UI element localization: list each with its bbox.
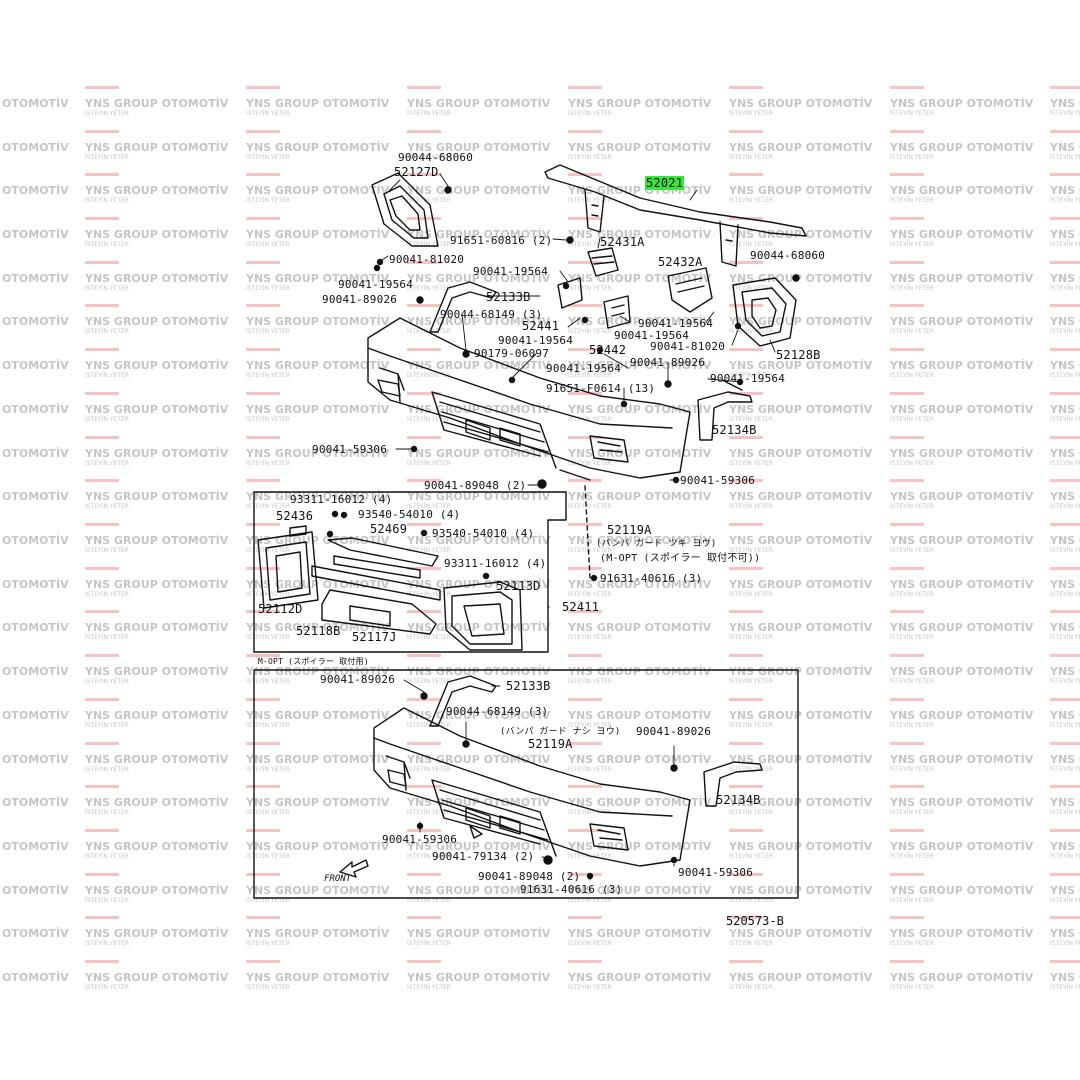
label-52441: 52441	[522, 319, 560, 333]
label-52411: 52411	[562, 600, 600, 614]
label-mopt-header: M-OPT (スポイラー 取付用)	[258, 657, 369, 666]
label-90044-68060-right: 90044-68060	[750, 249, 826, 262]
label-90041-19564-c: 90041-19564	[638, 317, 714, 330]
label-52128B: 52128B	[776, 348, 821, 362]
label-90044-68149: 90044-68149 (3)	[440, 308, 543, 321]
label-52432A: 52432A	[658, 255, 703, 269]
label-52021: 52021	[645, 176, 685, 190]
label-90041-19564-f: 90041-19564	[546, 362, 622, 375]
label-52113D: 52113D	[496, 579, 541, 593]
label-91651-60816: 91651-60816 (2)	[450, 234, 553, 247]
label-93540-54010-b: 93540-54010 (4)	[432, 527, 535, 540]
label-90041-19564-a: 90041-19564	[473, 265, 549, 278]
right-lamp-cover-52128B	[732, 277, 797, 347]
label-90041-89048: 90041-89048 (2)	[424, 479, 527, 492]
label-lower-90041-59306-a: 90041-59306	[382, 833, 458, 846]
label-52133B: 52133B	[486, 290, 531, 304]
label-93540-54010-a: 93540-54010 (4)	[358, 508, 461, 521]
label-52118B: 52118B	[296, 624, 341, 638]
label-lower-52133B: 52133B	[506, 679, 551, 693]
radiator-support-52021	[544, 164, 807, 267]
label-90041-19564-e: 90041-19564	[498, 334, 574, 347]
spoiler-version-box	[253, 669, 799, 899]
label-90041-19564-g: 90041-19564	[710, 372, 786, 385]
label-52117J: 52117J	[352, 630, 397, 644]
left-lamp-cover-52127D	[371, 172, 439, 247]
label-93311-16012-a: 93311-16012 (4)	[290, 493, 393, 506]
front-arrow-icon	[339, 859, 369, 878]
label-93311-16012-b: 93311-16012 (4)	[444, 557, 547, 570]
label-52469: 52469	[370, 522, 408, 536]
label-90041-81020-left: 90041-81020	[389, 253, 465, 266]
label-52112D: 52112D	[258, 602, 303, 616]
leader-52119A	[584, 485, 591, 579]
leader-52134B	[721, 379, 743, 391]
label-lower-90041-79134: 90041-79134 (2)	[432, 850, 535, 863]
label-91631-40616: 91631-40616 (3)	[600, 572, 703, 585]
label-90041-89026-left: 90041-89026	[322, 293, 398, 306]
label-lower-91631-40616: 91631-40616 (3)	[520, 883, 623, 896]
label-91651-F0614: 91651-F0614 (13)	[546, 382, 656, 395]
label-lower-52119A: 52119A	[528, 737, 573, 751]
label-90179-06097: 90179-06097	[474, 347, 550, 360]
label-jp-note-mopt: (M-OPT (スポイラー 取付不可))	[600, 553, 761, 564]
label-lower-90044-68149: 90044-68149 (3)	[446, 705, 549, 718]
label-90041-19564-d: 90041-19564	[614, 329, 690, 342]
label-90041-59306-right: 90041-59306	[680, 474, 756, 487]
label-lower-90041-89048: 90041-89048 (2)	[478, 870, 581, 883]
label-90041-19564-b: 90041-19564	[338, 278, 414, 291]
label-90041-59306-left: 90041-59306	[312, 443, 388, 456]
label-lower-90041-89026-b: 90041-89026	[636, 725, 712, 738]
upper-bumper-cover	[367, 317, 691, 481]
label-90044-68060: 90044-68060	[398, 151, 474, 164]
leader-lines	[381, 173, 776, 881]
label-lower-90041-59306-b: 90041-59306	[678, 866, 754, 879]
label-lower-90041-89026-a: 90041-89026	[320, 673, 396, 686]
label-52431A: 52431A	[600, 235, 645, 249]
label-52119A: 52119A	[607, 523, 652, 537]
fasteners-upper	[373, 186, 800, 582]
label-52127D: 52127D	[394, 165, 439, 179]
label-52442: 52442	[589, 343, 627, 357]
label-52436: 52436	[276, 509, 314, 523]
diagram-reference-code: 520573-B	[726, 914, 784, 928]
bumper-guard-inset	[253, 491, 567, 653]
label-52021-highlight: 52021	[645, 176, 685, 190]
label-lower-52134B: 52134B	[716, 793, 761, 807]
fasteners-inset	[326, 510, 490, 580]
label-90041-81020-right: 90041-81020	[650, 340, 726, 353]
label-90041-89026-center: 90041-89026	[630, 356, 706, 369]
label-52134B: 52134B	[712, 423, 757, 437]
front-label: FRONT	[324, 874, 352, 884]
label-jp-note-guard: (バンパ ガード ツキ ヨウ)	[596, 539, 717, 549]
label-lower-jp-note: (バンパ ガード ナシ ヨウ)	[500, 727, 621, 737]
